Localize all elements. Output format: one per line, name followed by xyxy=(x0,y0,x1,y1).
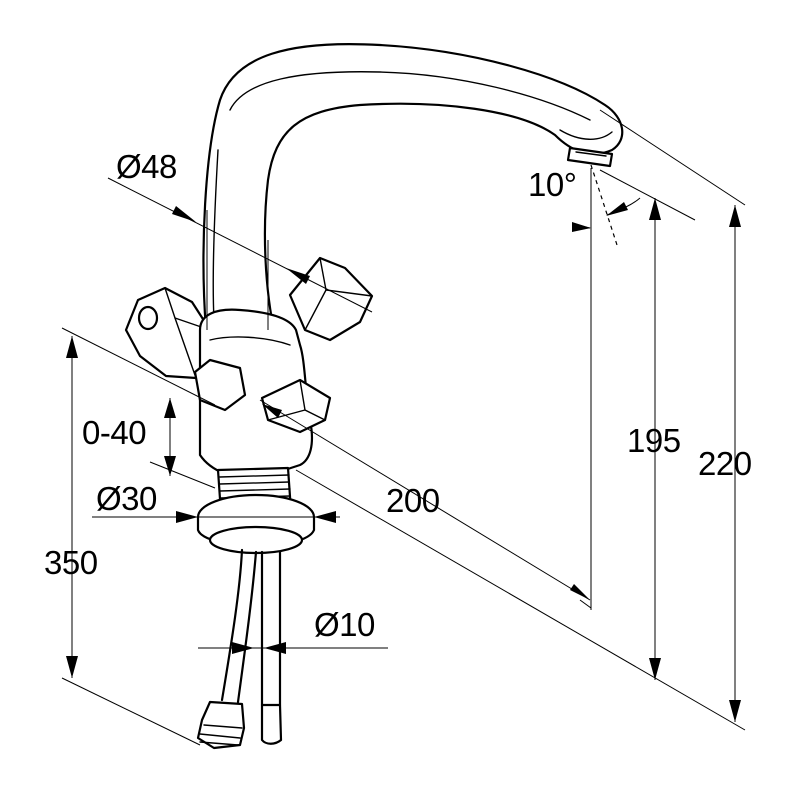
dimension-labels: Ø48 10° 0-40 Ø30 200 195 220 350 Ø10 xyxy=(44,148,752,643)
label-swivel-range: 0-40 xyxy=(82,414,146,451)
label-thread-diameter: Ø30 xyxy=(96,480,157,517)
dim-spout-angle xyxy=(572,164,641,610)
label-spout-angle: 10° xyxy=(528,166,576,203)
back-lever xyxy=(193,358,247,412)
label-spout-reach: 200 xyxy=(386,482,440,519)
spout xyxy=(202,43,624,337)
hose-fitting xyxy=(196,700,246,750)
faucet xyxy=(124,43,624,750)
label-spout-diameter: Ø48 xyxy=(116,148,177,185)
dim-overall-height xyxy=(295,109,746,731)
dim-spout-diameter xyxy=(107,177,373,330)
dim-swivel-range xyxy=(61,327,216,489)
dim-hose-diameter xyxy=(198,642,388,654)
label-overall-height: 220 xyxy=(698,445,752,482)
dim-hose-length xyxy=(61,336,201,746)
hoses xyxy=(196,548,283,750)
dimension-lines xyxy=(61,109,746,746)
label-hose-diameter: Ø10 xyxy=(314,606,375,643)
dim-spout-reach xyxy=(259,399,592,609)
label-outlet-height: 195 xyxy=(627,422,681,459)
dim-thread-diameter xyxy=(92,511,340,523)
dim-outlet-height xyxy=(599,169,696,680)
mounting-nut xyxy=(196,493,316,555)
right-handle xyxy=(288,256,374,342)
label-hose-length: 350 xyxy=(44,544,98,581)
hose-end xyxy=(260,703,283,745)
